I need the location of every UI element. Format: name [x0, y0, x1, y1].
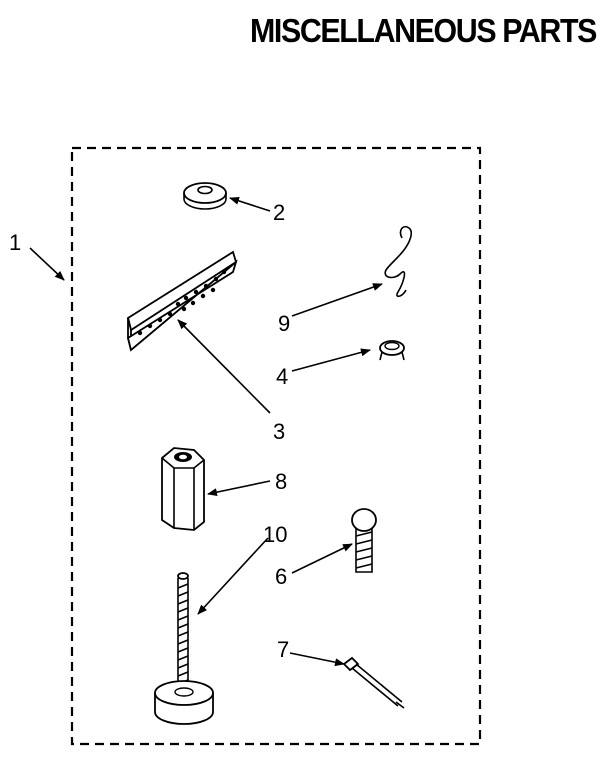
leveling-leg-part: [154, 572, 214, 725]
bracket-part: [126, 250, 238, 352]
callout-1: 1: [9, 230, 21, 255]
bolt-part: [351, 508, 377, 573]
kit-boundary-box: [70, 146, 482, 746]
callout-6: 6: [275, 564, 287, 589]
wire-hook-part: [384, 225, 412, 298]
clamp-part: [342, 656, 405, 709]
callout-7: 7: [277, 637, 289, 662]
page-title: MISCELLANEOUS PARTS: [250, 12, 597, 49]
washer-part: [183, 182, 227, 210]
callout-8: 8: [275, 469, 287, 494]
callout-10: 10: [263, 522, 287, 547]
clip-ring-part: [379, 340, 405, 361]
callout-9: 9: [278, 311, 290, 336]
callout-4: 4: [276, 364, 288, 389]
callout-3: 3: [273, 419, 285, 444]
leader-lines: [29, 196, 383, 667]
callout-2: 2: [273, 200, 285, 225]
hex-nut-part: [161, 447, 205, 531]
